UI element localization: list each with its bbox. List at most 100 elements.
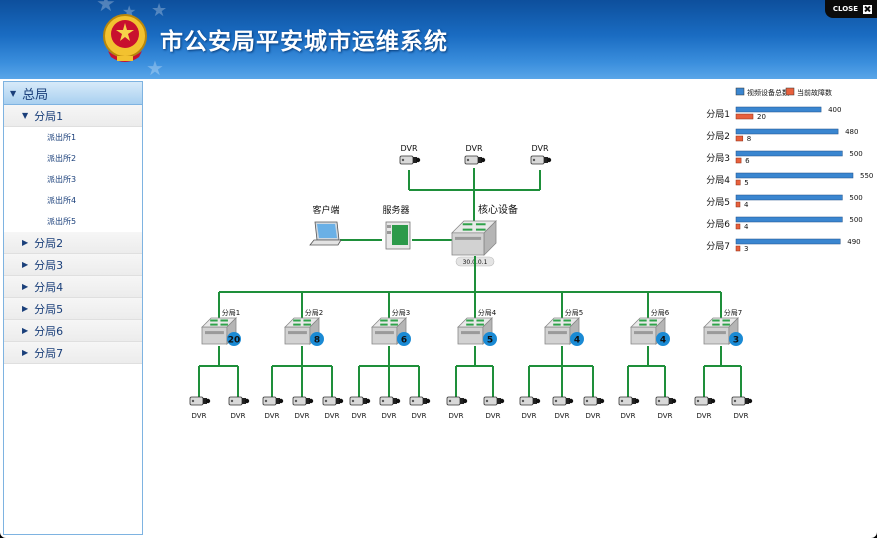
tree-leaf-item[interactable]: 派出所3 [4, 169, 142, 190]
client-label: 客户端 [312, 204, 339, 216]
bar-category-label: 分局2 [706, 131, 730, 142]
bar-value-label: 550 [860, 172, 873, 180]
server-icon [385, 221, 411, 250]
tree-branch-label: 分局7 [34, 346, 64, 360]
legend-label: 当前故障数 [797, 88, 832, 97]
fault-count-badge [227, 332, 241, 346]
bar-total-devices [735, 172, 854, 179]
tree-root-item[interactable]: ▼ 总局 [4, 82, 142, 105]
dvr-label: DVR [465, 144, 482, 153]
bar-total-devices [735, 106, 822, 113]
bar-total-devices [735, 150, 843, 157]
bar-total-devices [735, 194, 843, 201]
tree-leaf-item[interactable]: 派出所1 [4, 127, 142, 148]
dvr-camera-icon [530, 155, 552, 165]
fault-count-badge [310, 332, 324, 346]
fault-count-label: 6 [401, 336, 407, 346]
branch-switch-label: 分局6 [651, 308, 670, 317]
legend-swatch [735, 87, 745, 96]
tree-branch-item[interactable]: ▶分局3 [4, 254, 142, 276]
dvr-camera-icon [262, 396, 284, 406]
branch-switch-icon [630, 317, 666, 345]
dvr-camera-icon [618, 396, 640, 406]
fault-count-badge [483, 332, 497, 346]
bar-category-label: 分局6 [706, 219, 730, 230]
tree-branch-item[interactable]: ▶分局4 [4, 276, 142, 298]
fault-count-label: 8 [314, 336, 320, 346]
tree-branch-item[interactable]: ▶分局7 [4, 342, 142, 364]
tree-branch-item[interactable]: ▶ 分局5 [4, 298, 142, 320]
tree-branch-item[interactable]: ▶ 分局2 [4, 232, 142, 254]
dvr-label: DVR [382, 412, 397, 420]
expand-down-icon: ▼ [10, 88, 17, 98]
expand-right-icon: ▶ [22, 326, 29, 335]
dvr-label: DVR [621, 412, 636, 420]
dvr-camera-icon [655, 396, 677, 406]
close-button[interactable]: CLOSE [825, 0, 877, 18]
tree-leaf-item[interactable]: 派出所4 [4, 190, 142, 211]
tree-leaf-item[interactable]: 派出所5 [4, 211, 142, 232]
branch-switch-label: 分局4 [478, 308, 497, 317]
fault-count-badge [729, 332, 743, 346]
bar-category-label: 分局7 [706, 241, 730, 252]
fault-count-label: 4 [574, 336, 580, 346]
app-title: 市公安局平安城市运维系统 [160, 29, 448, 55]
dvr-label: DVR [412, 412, 427, 420]
dvr-label: DVR [295, 412, 310, 420]
dvr-label: DVR [265, 412, 280, 420]
expand-right-icon: ▶ [22, 260, 29, 269]
tree-branch-item[interactable]: ▼ 分局1 [4, 105, 142, 127]
bar-value-label: 480 [845, 128, 858, 136]
bar-value-label: 5 [744, 179, 748, 187]
tree-branch-label: 分局6 [34, 324, 64, 338]
tree-leaf-item[interactable]: 派出所2 [4, 148, 142, 169]
server-label: 服务器 [382, 204, 409, 216]
branch-switch-icon [703, 317, 739, 345]
bar-faults [735, 201, 741, 208]
dvr-camera-icon [583, 396, 605, 406]
bar-total-devices [735, 238, 841, 245]
fault-count-badge [656, 332, 670, 346]
branch-switch-label: 分局2 [305, 308, 323, 317]
bar-faults [735, 223, 741, 230]
tree-branch-label: 分局1 [34, 109, 64, 123]
dvr-label: DVR [586, 412, 601, 420]
dvr-camera-icon [399, 155, 421, 165]
expand-right-icon: ▶ [22, 282, 29, 291]
dvr-camera-icon [228, 396, 250, 406]
dvr-camera-icon [349, 396, 371, 406]
bar-total-devices [735, 128, 839, 135]
dvr-camera-icon [322, 396, 344, 406]
expand-down-icon: ▼ [22, 111, 29, 120]
branch-switch-label: 分局5 [565, 308, 583, 317]
dvr-label: DVR [531, 144, 548, 153]
bar-value-label: 3 [744, 245, 748, 253]
dvr-camera-icon [464, 155, 486, 165]
bar-value-label: 490 [847, 238, 860, 246]
branch-switch-label: 分局7 [724, 308, 742, 317]
dvr-camera-icon [483, 396, 505, 406]
legend-swatch [785, 87, 795, 96]
dvr-camera-icon [292, 396, 314, 406]
bar-value-label: 20 [757, 113, 766, 121]
expand-right-icon: ▶ [22, 304, 29, 313]
dvr-label: DVR [352, 412, 367, 420]
dvr-label: DVR [486, 412, 501, 420]
bar-category-label: 分局4 [706, 175, 730, 186]
dvr-label: DVR [192, 412, 207, 420]
bar-faults [735, 135, 744, 142]
police-emblem-logo [103, 14, 147, 62]
bar-category-label: 分局5 [706, 197, 730, 208]
dvr-label: DVR [697, 412, 712, 420]
bar-category-label: 分局1 [706, 109, 730, 120]
tree-branch-item[interactable]: ▶ 分局6 [4, 320, 142, 342]
dvr-camera-icon [189, 396, 211, 406]
dvr-camera-icon [519, 396, 541, 406]
branch-switch-label: 分局1 [222, 308, 240, 317]
tree-branch-label: 分局5 [34, 302, 64, 316]
expand-right-icon: ▶ [22, 238, 29, 247]
dvr-label: DVR [734, 412, 749, 420]
tree-branch-label: 分局2 [34, 236, 64, 250]
branch-switch-label: 分局3 [392, 308, 410, 317]
